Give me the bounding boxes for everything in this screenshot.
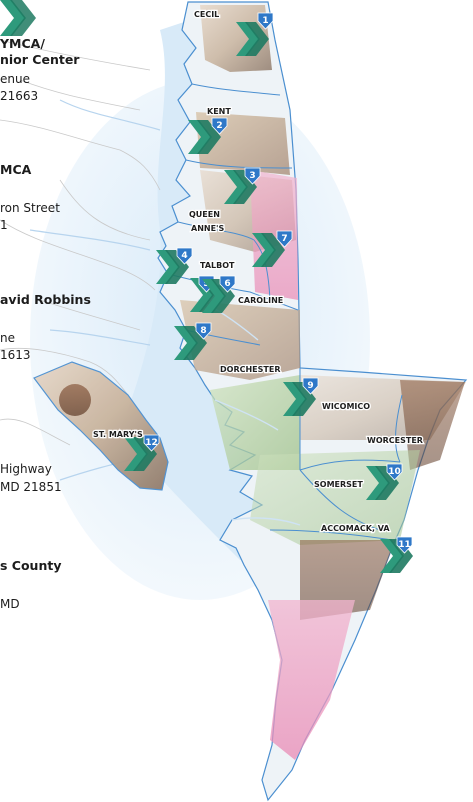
chevron-icon — [124, 437, 148, 471]
marker-number: 10 — [388, 467, 401, 477]
markers — [0, 0, 36, 36]
chevron-icon — [224, 170, 248, 204]
marker-badge: 3 — [244, 167, 261, 185]
county-label-layer: CECIL KENT QUEEN ANNE'S TALBOT CAROLINE DORCHE… — [92, 9, 425, 535]
location-marker[interactable] — [252, 233, 285, 267]
location-marker[interactable] — [188, 120, 221, 154]
marker-badge: 9 — [302, 377, 319, 395]
chevron-icon — [188, 120, 212, 154]
county-label: ANNE'S — [191, 224, 224, 233]
county-label: ACCOMACK, VA — [321, 524, 390, 533]
marker-badge: 6 — [219, 275, 236, 293]
marker-number: 1 — [262, 16, 268, 26]
marker-number: 7 — [281, 234, 287, 244]
listing-text: enue — [0, 72, 30, 86]
listing-text: avid Robbins — [0, 292, 91, 307]
listing-text: YMCA/ — [0, 36, 45, 51]
marker-badge: 11 — [396, 536, 413, 554]
marker-badge: 12 — [143, 434, 160, 452]
marker-badge: 7 — [276, 230, 293, 248]
listing-text: nior Center — [0, 52, 80, 67]
county-label: CECIL — [194, 10, 219, 19]
listing-text: ron Street — [0, 201, 60, 215]
badge-shape — [219, 275, 236, 293]
badge-shape — [143, 434, 160, 452]
listing-text: 21663 — [0, 89, 39, 103]
chevron-icon — [236, 22, 260, 56]
marker-number: 2 — [216, 121, 222, 131]
badge-shape — [195, 322, 212, 340]
marker-number: 4 — [181, 251, 187, 261]
marker-number: 8 — [200, 326, 206, 336]
listing-text: MD — [0, 597, 20, 611]
chevron-icon — [174, 326, 198, 360]
listing-text: 1 — [0, 218, 8, 232]
badge-shape — [176, 247, 193, 265]
chevron-icon — [252, 233, 276, 267]
badge-shape — [386, 463, 403, 481]
location-marker[interactable] — [156, 250, 189, 284]
location-marker[interactable] — [224, 170, 257, 204]
county-label: SOMERSET — [314, 480, 363, 489]
county-label: KENT — [207, 107, 231, 116]
chevron-icon — [197, 120, 221, 154]
chevron-icon — [375, 466, 399, 500]
marker-badge: 8 — [195, 322, 212, 340]
marker-badge: 1 — [257, 12, 274, 30]
listing-text: MD 21851 — [0, 480, 62, 494]
listing-text: Highway — [0, 462, 52, 476]
county-label: ST. MARY'S — [93, 430, 143, 439]
badge-shape — [302, 377, 319, 395]
marker-badge: 2 — [211, 117, 228, 135]
listing-text: s County — [0, 558, 62, 573]
badge-shape — [396, 536, 413, 554]
marker-badge: 4 — [176, 247, 193, 265]
listing-text: MCA — [0, 162, 32, 177]
county-label: CAROLINE — [238, 296, 283, 305]
county-label: TALBOT — [200, 261, 235, 270]
chevron-icon — [156, 250, 180, 284]
chevron-icon — [292, 382, 316, 416]
badge-shape — [244, 167, 261, 185]
listing-text: ne — [0, 331, 15, 345]
location-marker[interactable] — [236, 22, 269, 56]
county-label: WORCESTER — [367, 436, 423, 445]
chevron-icon — [261, 233, 285, 267]
badge-shape — [211, 117, 228, 135]
county-label: WICOMICO — [322, 402, 370, 411]
western-shore-lines — [0, 39, 161, 446]
marker-number: 12 — [145, 438, 158, 448]
chevron-icon — [165, 250, 189, 284]
marker-number: 9 — [307, 381, 313, 391]
marker-badge: 10 — [386, 463, 403, 481]
listing-text: 1613 — [0, 348, 31, 362]
chevron-icon — [366, 466, 390, 500]
chevron-icon — [183, 326, 207, 360]
county-label: QUEEN — [189, 210, 220, 219]
location-marker[interactable] — [174, 326, 207, 360]
badge-shape — [257, 12, 274, 30]
location-marker[interactable] — [283, 382, 316, 416]
marker-number: 6 — [224, 279, 230, 289]
badge-shape — [276, 230, 293, 248]
marker-number: 11 — [398, 540, 411, 550]
chevron-icon — [202, 279, 226, 313]
county-label: DORCHESTER — [220, 365, 280, 374]
marker-number: 3 — [249, 171, 255, 181]
chevron-icon — [283, 382, 307, 416]
chevron-icon — [233, 170, 257, 204]
chevron-icon — [245, 22, 269, 56]
chevron-icon — [380, 539, 404, 573]
location-marker[interactable] — [366, 466, 399, 500]
marker-layer: 123456789101112 — [124, 12, 413, 573]
